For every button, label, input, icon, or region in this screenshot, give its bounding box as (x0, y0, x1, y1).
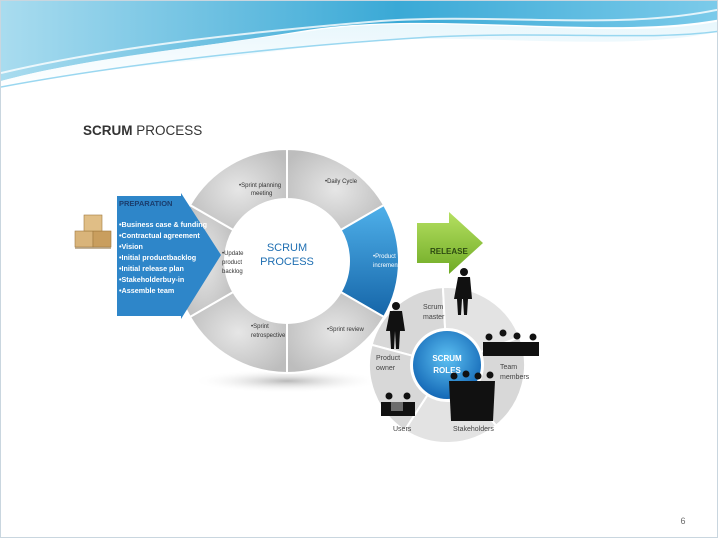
label-sprint-planning: •Sprint planning (239, 183, 281, 189)
cycle-shadow (192, 369, 382, 393)
role-team-members-2: members (500, 374, 530, 381)
page-number: 6 (680, 516, 686, 526)
role-product-owner: Product (376, 355, 400, 362)
preparation-arrow (117, 193, 221, 319)
preparation-item: •Assemble team (119, 286, 174, 295)
preparation-list: •Business case & funding •Contractual agr… (119, 220, 207, 295)
roles-ring (368, 286, 526, 444)
preparation-heading: PREPARATION (119, 199, 172, 208)
label-daily-cycle: •Daily Cycle (325, 179, 358, 185)
label-sprint-planning-2: meeting (251, 191, 272, 197)
label-product-increment: •Product (373, 254, 396, 260)
label-update-backlog: •Update (222, 251, 244, 257)
label-sprint-review: •Sprint review (327, 327, 364, 333)
label-sprint-retrospective-2: retrospective (251, 333, 286, 339)
role-users: Users (393, 426, 412, 433)
boxes-icon (74, 214, 112, 249)
wave-banner (1, 1, 717, 89)
cycle-center (229, 203, 345, 319)
people-silhouettes (381, 268, 539, 421)
role-scrum-master: Scrum (423, 304, 443, 311)
label-sprint-retrospective: •Sprint (251, 324, 269, 330)
role-product-owner-2: owner (376, 365, 396, 372)
label-update-backlog-3: backlog (222, 269, 243, 275)
label-update-backlog-2: product (222, 260, 242, 266)
scrum-process-figure: SCRUM PROCESS SCRUM PROCESS •Sprint plan… (71, 113, 567, 448)
release-arrow (417, 212, 483, 274)
figure-title: SCRUM PROCESS (83, 123, 202, 138)
roles-center-line1: SCRUM (432, 354, 462, 363)
cycle-center-line1: SCRUM (267, 242, 307, 254)
preparation-item: •Business case & funding (119, 220, 207, 229)
role-team-members: Team (500, 364, 517, 371)
preparation-item: •Vision (119, 242, 143, 251)
preparation-item: •Contractual agreement (119, 231, 200, 240)
preparation-item: •Initial productbacklog (119, 253, 196, 262)
role-scrum-master-2: master (423, 314, 445, 321)
cycle-segment-6 (188, 290, 288, 375)
preparation-item: •Initial release plan (119, 264, 184, 273)
cycle-center-line2: PROCESS (260, 256, 314, 268)
roles-center-line2: ROLES (433, 366, 461, 375)
release-label: RELEASE (430, 247, 468, 256)
role-stakeholders: Stakeholders (453, 426, 494, 433)
label-product-increment-2: increment (373, 263, 400, 269)
preparation-item: •Stakeholderbuy-in (119, 275, 184, 284)
